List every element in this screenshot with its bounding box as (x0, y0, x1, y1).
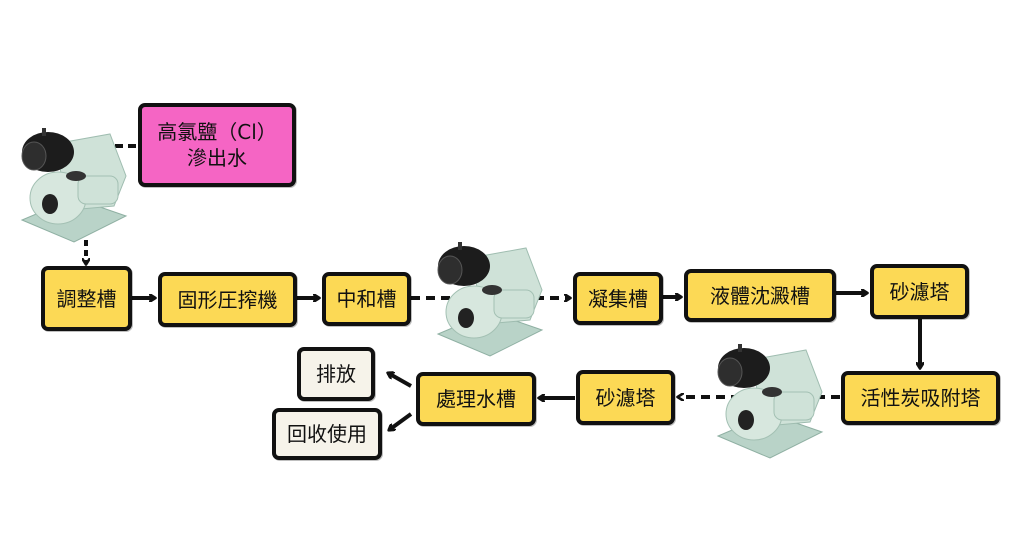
node-sediment-tank: 液體沈澱槽 (684, 269, 836, 322)
node-coag-tank: 凝集槽 (573, 272, 663, 325)
node-label: 活性炭吸附塔 (860, 386, 981, 410)
node-label: 中和槽 (336, 287, 397, 311)
node-carbon-tower: 活性炭吸附塔 (841, 371, 1000, 425)
node-sand-filter-1: 砂濾塔 (870, 264, 969, 319)
node-label: 排放 (316, 362, 356, 386)
node-label: 固形圧搾機 (177, 287, 278, 312)
node-neutral-tank: 中和槽 (322, 272, 411, 326)
node-label: 砂濾塔 (889, 279, 950, 304)
source-line2: 滲出水 (187, 146, 247, 170)
node-reuse: 回收使用 (272, 408, 382, 460)
pump-icon (716, 344, 824, 459)
node-label: 液體沈澱槽 (710, 283, 810, 308)
node-solid-press: 固形圧搾機 (158, 272, 297, 327)
node-label: 凝集槽 (588, 286, 648, 311)
source-box: 高氯鹽（Cl） 滲出水 (138, 103, 296, 187)
node-label: 砂濾塔 (595, 385, 656, 410)
node-treated-tank: 處理水槽 (416, 372, 536, 426)
node-discharge: 排放 (297, 347, 375, 401)
node-adjust-tank: 調整槽 (41, 266, 132, 331)
pump-icon (436, 242, 544, 357)
source-line1: 高氯鹽（Cl） (157, 120, 277, 144)
node-sand-filter-2: 砂濾塔 (576, 370, 675, 425)
node-label: 調整槽 (56, 286, 117, 311)
edge-treated-reuse (389, 412, 413, 432)
edge-treated-discharge (388, 373, 412, 388)
pump-icon (20, 128, 128, 243)
node-label: 處理水槽 (436, 387, 516, 411)
node-label: 回收使用 (287, 422, 367, 446)
